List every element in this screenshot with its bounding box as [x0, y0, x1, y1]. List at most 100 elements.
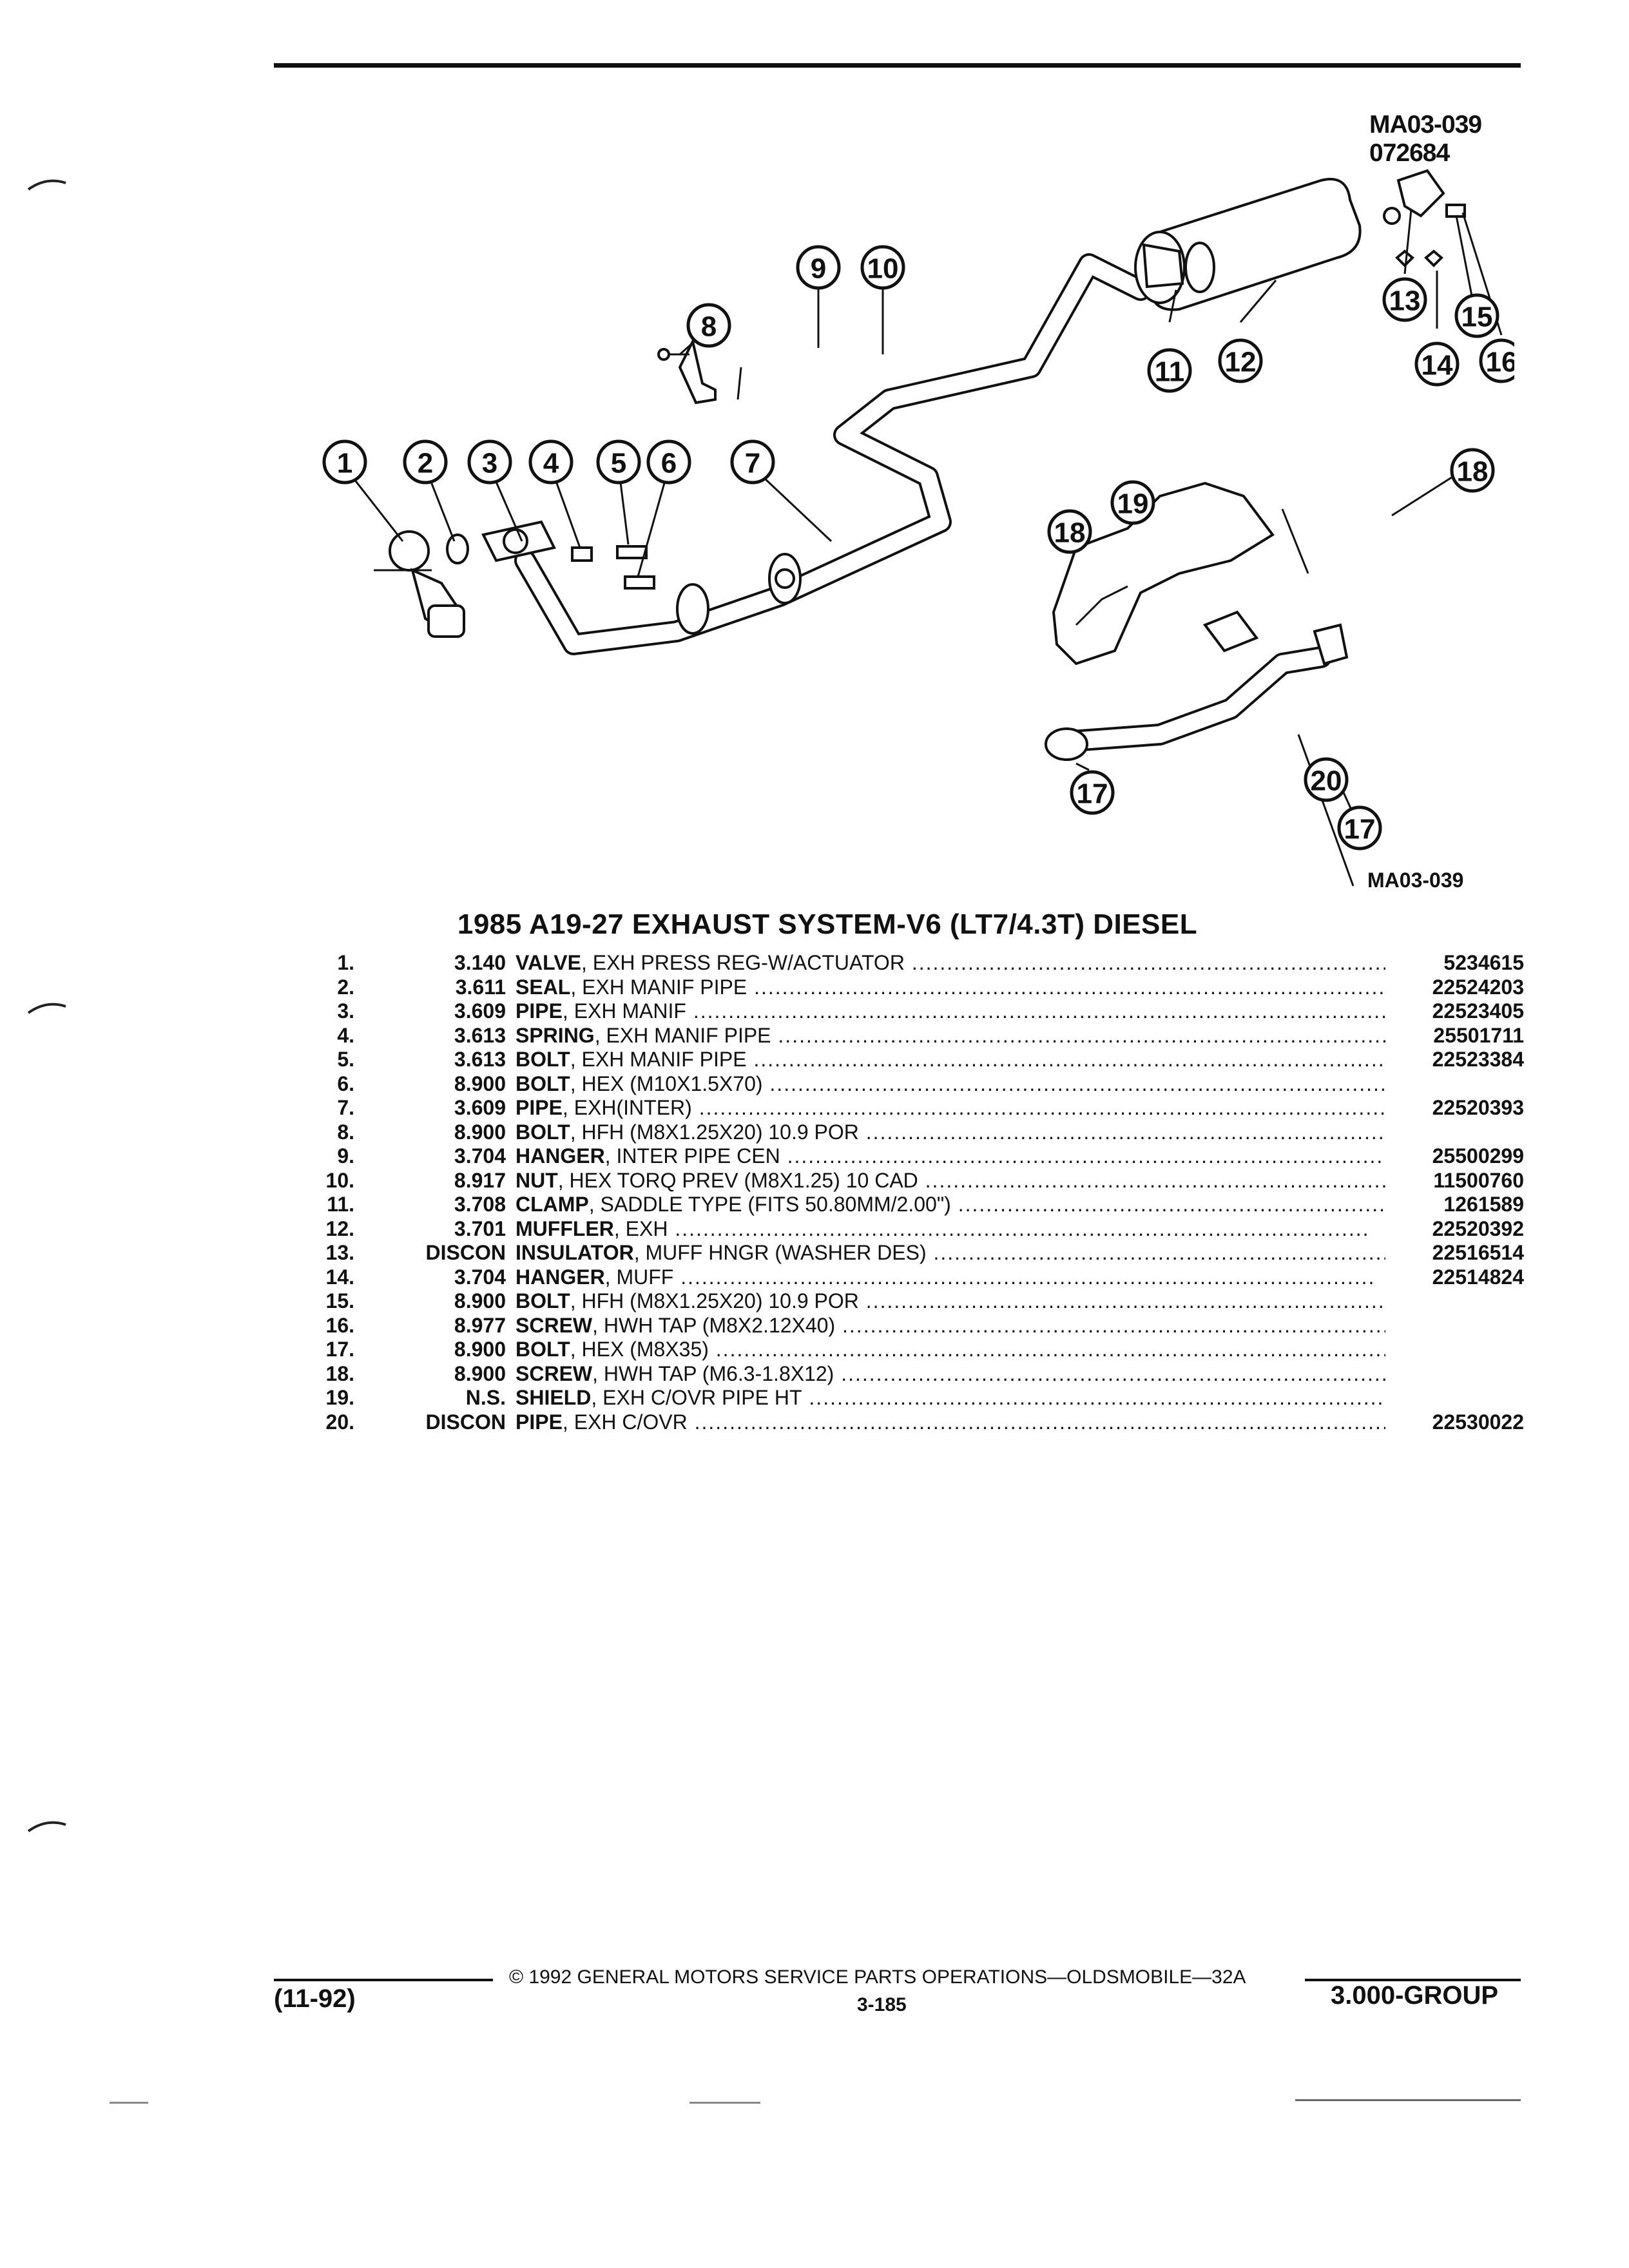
svg-text:6: 6	[661, 448, 677, 479]
description: BOLT, HFH (M8X1.25X20) 10.9 POR ........…	[516, 1289, 1385, 1312]
exhaust-system-diagram: 1 2 3 4 5 6 7 8 9 10 11 12 13 14 15 16 1…	[322, 169, 1514, 887]
group-number: 3.704	[454, 1144, 506, 1168]
section-title: 1985 A19-27 EXHAUST SYSTEM-V6 (LT7/4.3T)…	[457, 908, 1198, 940]
callout-20: 20	[1304, 757, 1349, 802]
svg-text:9: 9	[811, 253, 826, 285]
group-number: 8.977	[454, 1313, 506, 1337]
group-number: 8.900	[454, 1289, 506, 1312]
item-number: 5.	[337, 1048, 354, 1071]
item-number: 18.	[325, 1361, 354, 1385]
item-number: 15.	[325, 1289, 354, 1312]
callout-7: 7	[730, 439, 775, 485]
parts-row: 4. 3.613 SPRING, EXH MANIF PIPE ..........…	[290, 1024, 1524, 1048]
svg-text:17: 17	[1077, 778, 1108, 810]
group-number: 8.900	[454, 1361, 506, 1385]
callout-17: 17	[1337, 805, 1382, 850]
part-number: 22514824	[1432, 1265, 1524, 1289]
parts-row: 17. 8.900 BOLT, HEX (M8X35) ..............…	[290, 1338, 1524, 1362]
description: HANGER, MUFF ...........................…	[516, 1265, 1376, 1289]
description: PIPE, EXH MANIF ........................…	[516, 999, 1385, 1023]
item-number: 12.	[325, 1216, 354, 1240]
svg-text:14: 14	[1422, 350, 1453, 381]
callout-2: 2	[403, 439, 448, 485]
description: CLAMP, SADDLE TYPE (FITS 50.80MM/2.00") …	[516, 1193, 1385, 1216]
svg-text:13: 13	[1389, 285, 1421, 317]
svg-text:1: 1	[337, 448, 352, 479]
svg-text:18: 18	[1054, 517, 1086, 549]
item-number: 14.	[325, 1265, 354, 1289]
svg-text:4: 4	[543, 448, 559, 479]
part-number: 22520392	[1432, 1216, 1524, 1240]
part-number: 22523384	[1432, 1048, 1524, 1071]
scan-mark	[689, 2102, 760, 2104]
svg-text:7: 7	[745, 448, 760, 479]
part-number: 22524203	[1432, 975, 1524, 999]
callout-18: 18	[1450, 448, 1495, 493]
muffler	[1134, 178, 1362, 311]
svg-text:18: 18	[1457, 456, 1489, 488]
callout-14: 14	[1414, 341, 1460, 387]
group-number: 3.704	[454, 1265, 506, 1289]
callout-4: 4	[528, 439, 574, 485]
part-number: 11500760	[1433, 1168, 1524, 1192]
part-number: 1261589	[1443, 1193, 1524, 1216]
svg-text:20: 20	[1311, 765, 1342, 797]
inter-pipe-flange	[676, 553, 802, 635]
item-number: 1.	[337, 951, 354, 974]
bolts-and-spring	[571, 545, 655, 590]
callout-6: 6	[646, 439, 691, 485]
description: SPRING, EXH MANIF PIPE .................…	[516, 1023, 1385, 1047]
item-number: 20.	[325, 1410, 354, 1434]
item-number: 4.	[337, 1023, 354, 1047]
description: MUFFLER, EXH ...........................…	[516, 1216, 1370, 1240]
description: BOLT, HEX (M8X35) ......................…	[516, 1338, 1385, 1361]
description: NUT, HEX TORQ PREV (M8X1.25) 10 CAD ....…	[516, 1168, 1385, 1192]
group-number: 3.708	[454, 1193, 506, 1216]
part-number: 22520393	[1432, 1096, 1524, 1119]
group-number: 3.613	[454, 1023, 506, 1047]
item-number: 3.	[337, 999, 354, 1023]
parts-row: 11. 3.708 CLAMP, SADDLE TYPE (FITS 50.80MM…	[290, 1193, 1524, 1217]
diagram-id: MA03-039 072684	[1369, 111, 1482, 167]
svg-text:11: 11	[1155, 356, 1185, 388]
group-number: DISCON	[425, 1241, 506, 1264]
description: SCREW, HWH TAP (M6.3-1.8X12) ...........…	[516, 1361, 1385, 1385]
revision-date: (11-92)	[274, 1984, 356, 2013]
group-number: 3.611	[455, 975, 506, 999]
callout-10: 10	[860, 245, 905, 290]
part-number: 25500299	[1432, 1144, 1524, 1168]
item-number: 11.	[327, 1193, 354, 1216]
muffler-hanger	[1383, 169, 1466, 267]
footer-rule	[274, 1979, 493, 1981]
svg-text:17: 17	[1344, 814, 1376, 845]
seal	[446, 533, 469, 564]
item-number: 8.	[337, 1120, 354, 1144]
margin-mark	[27, 179, 66, 191]
group-number: 8.900	[454, 1120, 506, 1144]
margin-mark	[27, 1821, 66, 1832]
description: SHIELD, EXH C/OVR PIPE HT ..............…	[516, 1386, 1385, 1409]
part-number: 22523405	[1432, 999, 1524, 1023]
description: BOLT, HEX (M10X1.5X70) .................…	[516, 1072, 1385, 1095]
callout-19: 19	[1110, 480, 1155, 525]
group-number: 8.900	[454, 1072, 506, 1095]
item-number: 17.	[325, 1338, 354, 1361]
group-number: 8.900	[454, 1338, 506, 1361]
svg-text:16: 16	[1486, 347, 1514, 378]
crossover-pipe	[1045, 610, 1349, 761]
group-number: DISCON	[425, 1410, 506, 1434]
item-number: 19.	[325, 1386, 354, 1409]
svg-text:12: 12	[1225, 347, 1257, 378]
item-number: 2.	[337, 975, 354, 999]
item-number: 9.	[337, 1144, 354, 1168]
diagram-id-bottom: MA03-039	[1367, 869, 1464, 892]
